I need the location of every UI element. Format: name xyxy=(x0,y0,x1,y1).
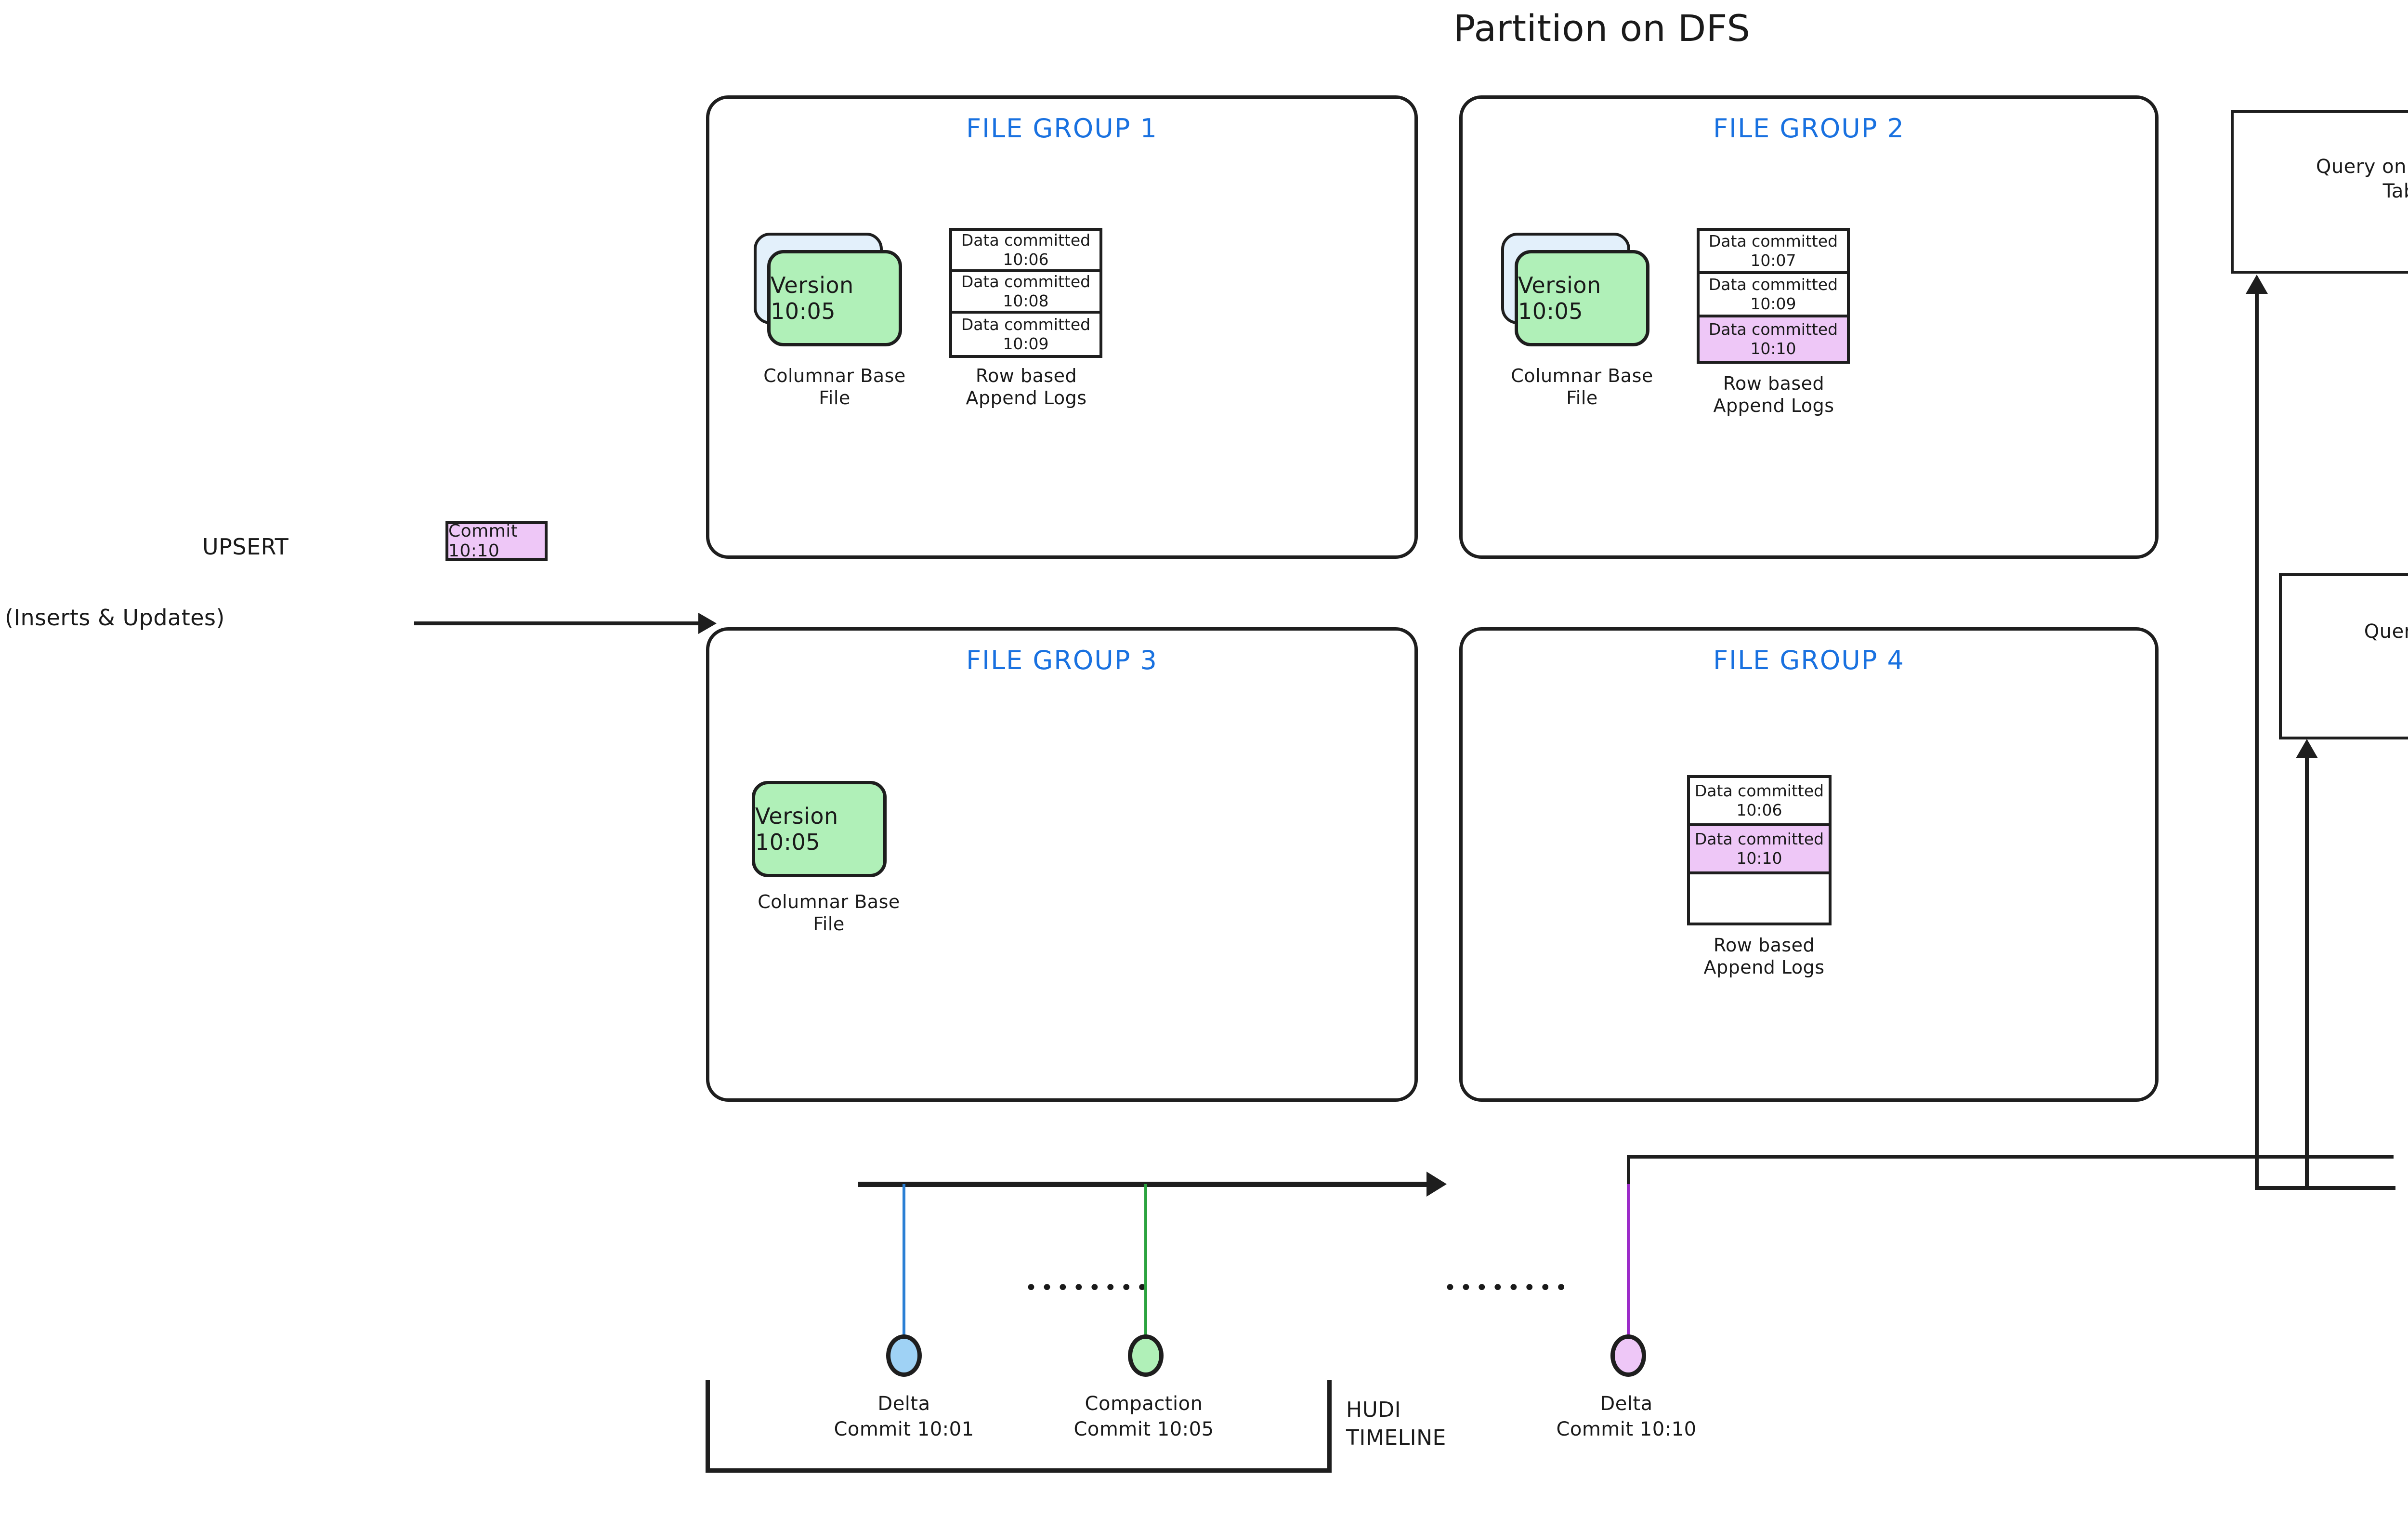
query-box-line1: Query on Read Optimized xyxy=(2316,156,2408,178)
log-row-line2: 10:09 xyxy=(1003,334,1049,353)
append-log-caption: Row based Append Logs xyxy=(1713,373,1834,417)
upsert-label: UPSERT xyxy=(202,534,289,560)
arrow-to-near-real-time-head xyxy=(2296,739,2318,758)
log-row-highlighted: Data committed 10:10 xyxy=(1700,317,1847,361)
log-row-line1: Data committed xyxy=(1708,275,1838,294)
upsert-sublabel: (Inserts & Updates) xyxy=(5,605,225,631)
timeline-dots: •••••••• xyxy=(1444,1276,1571,1300)
query-box-line2: Table AFTER xyxy=(2382,180,2408,203)
columnar-base-file-caption: Columnar Base File xyxy=(1511,365,1653,409)
log-row-line2: 10:09 xyxy=(1750,294,1796,313)
append-log-stack: Data committed 10:06 Data committed 10:0… xyxy=(949,228,1102,358)
log-row-line2: 10:10 xyxy=(1736,848,1782,868)
append-log-caption: Row based Append Logs xyxy=(966,365,1087,409)
arrow-to-read-optimized-head xyxy=(2246,275,2268,294)
log-row: Data committed 10:07 xyxy=(1700,231,1847,274)
columnar-base-file-caption: Columnar Base File xyxy=(758,891,900,935)
log-row-line2: 10:06 xyxy=(1736,800,1782,819)
hudi-timeline-label: HUDI TIMELINE xyxy=(1346,1398,1446,1451)
timeline-node-label: Delta Commit 10:01 xyxy=(834,1393,974,1440)
timeline-node-delta-1010[interactable] xyxy=(1610,1334,1646,1377)
timeline-stem xyxy=(1144,1184,1147,1338)
file-group-card-4[interactable]: FILE GROUP 4 Data committed 10:06 Data c… xyxy=(1459,627,2159,1102)
log-row-line1: Data committed xyxy=(1694,781,1824,801)
log-row-line1: Data committed xyxy=(1708,232,1838,251)
log-row: Data committed 10:08 xyxy=(952,272,1099,314)
file-group-card-3[interactable]: FILE GROUP 3 Version 10:05 Columnar Base… xyxy=(706,627,1418,1102)
log-row: Data committed 10:06 xyxy=(952,231,1099,272)
arrow-to-near-real-time-shaft xyxy=(2305,757,2309,1189)
file-group-title: FILE GROUP 1 xyxy=(966,113,1158,144)
log-row: Data committed 10:09 xyxy=(1700,274,1847,317)
timeline-dots: •••••••• xyxy=(1025,1276,1152,1300)
log-row-line1: Data committed xyxy=(961,272,1091,291)
file-group-card-1[interactable]: FILE GROUP 1 Version 10:05 Columnar Base… xyxy=(706,95,1418,559)
query-box-near-real-time[interactable]: Query on Near Real-Time Table AFTER Comm… xyxy=(2279,573,2408,739)
timeline-node-delta-1001[interactable] xyxy=(886,1334,922,1377)
file-group-card-2[interactable]: FILE GROUP 2 Version 10:05 Columnar Base… xyxy=(1459,95,2159,559)
timeline-bracket xyxy=(706,1380,1332,1473)
timeline-branch-horizontal xyxy=(1627,1155,2394,1159)
arrow-base-connector-1 xyxy=(2255,1186,2395,1190)
base-file-version-label: Version 10:05 xyxy=(1515,250,1649,346)
append-log-stack: Data committed 10:07 Data committed 10:0… xyxy=(1697,228,1850,364)
upsert-arrowhead xyxy=(698,613,717,634)
timeline-node-label: Compaction Commit 10:05 xyxy=(1073,1393,1214,1440)
upsert-arrow-line xyxy=(414,621,698,625)
timeline-stem xyxy=(903,1184,905,1338)
commit-badge: Commit 10:10 xyxy=(445,521,548,561)
append-log-stack: Data committed 10:06 Data committed 10:1… xyxy=(1687,775,1832,925)
log-row-line1: Data committed xyxy=(961,231,1091,250)
log-row-empty xyxy=(1690,874,1829,923)
columnar-base-file: Version 10:05 xyxy=(1501,233,1655,353)
query-box-read-optimized[interactable]: Query on Read Optimized Table AFTER Comm… xyxy=(2231,110,2408,274)
query-box-line1: Query on Near Real-Time xyxy=(2364,620,2408,643)
timeline-arrowhead-icon xyxy=(1426,1172,1447,1197)
log-row: Data committed 10:06 xyxy=(1690,778,1829,826)
page-title: Partition on DFS xyxy=(1453,7,1751,50)
log-row-line2: 10:08 xyxy=(1003,291,1049,310)
log-row-line2: 10:10 xyxy=(1750,339,1796,358)
columnar-base-file-caption: Columnar Base File xyxy=(763,365,906,409)
file-group-title: FILE GROUP 3 xyxy=(966,645,1158,675)
log-row-line1: Data committed xyxy=(961,315,1091,334)
timeline-branch-vertical-stub xyxy=(1627,1155,1630,1185)
log-row-line2: 10:07 xyxy=(1750,251,1796,270)
columnar-base-file: Version 10:05 xyxy=(752,781,887,877)
log-row-highlighted: Data committed 10:10 xyxy=(1690,826,1829,874)
log-row-line1: Data committed xyxy=(1694,830,1824,849)
timeline-node-compaction-1005[interactable] xyxy=(1128,1334,1164,1377)
timeline-node-label: Delta Commit 10:10 xyxy=(1556,1393,1697,1440)
columnar-base-file: Version 10:05 xyxy=(754,233,908,353)
arrow-to-read-optimized-shaft xyxy=(2255,293,2259,1189)
file-group-title: FILE GROUP 4 xyxy=(1713,645,1905,675)
log-row-line2: 10:06 xyxy=(1003,250,1049,269)
file-group-title: FILE GROUP 2 xyxy=(1713,113,1905,144)
append-log-caption: Row based Append Logs xyxy=(1703,935,1825,978)
base-file-version-label: Version 10:05 xyxy=(767,250,902,346)
log-row: Data committed 10:09 xyxy=(952,314,1099,355)
timeline-stem xyxy=(1627,1184,1630,1338)
log-row-line1: Data committed xyxy=(1708,320,1838,339)
